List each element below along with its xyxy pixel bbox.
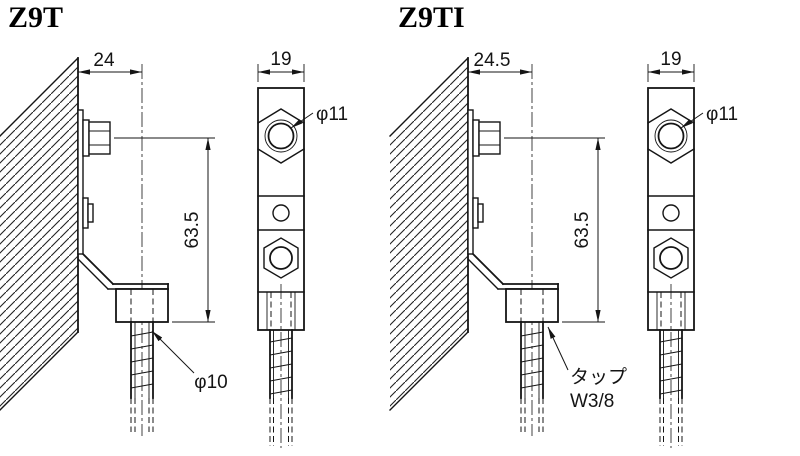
z9t-labels: 24 63.5 φ10 19 φ11 [93, 49, 348, 393]
z9ti-tap-label-line2: W3/8 [570, 391, 614, 412]
z9ti-title: Z9TI [398, 1, 465, 34]
z9ti-front-width-dimension: 19 [660, 49, 681, 70]
z9ti-front-view [648, 64, 703, 448]
z9t-front-width-dimension: 19 [270, 49, 291, 70]
z9t-hole-diameter-label: φ11 [316, 104, 348, 125]
z9ti-hole-diameter-label: φ11 [706, 104, 738, 125]
z9t-height-dimension: 63.5 [182, 212, 203, 249]
z9ti-labels: 24.5 63.5 タップ W3/8 19 φ11 [474, 49, 739, 412]
z9ti-height-dimension: 63.5 [572, 212, 593, 249]
z9ti-tap-label-line1: タップ [570, 366, 627, 388]
z9t-front-view [258, 64, 313, 448]
z9ti-tap-leader-line [547, 326, 569, 371]
z9ti-diagram: Z9TI 24.5 63.5 タップ W3/8 19 φ11 [390, 1, 738, 448]
z9t-title: Z9T [8, 1, 63, 34]
z9ti-width-dimension: 24.5 [474, 50, 511, 71]
z9t-rod-diameter-label: φ10 [194, 372, 227, 393]
z9t-rod-leader-line [151, 330, 195, 374]
z9t-diagram: Z9T 24 63.5 φ10 19 φ11 [0, 1, 348, 448]
z9t-width-dimension: 24 [93, 50, 115, 71]
